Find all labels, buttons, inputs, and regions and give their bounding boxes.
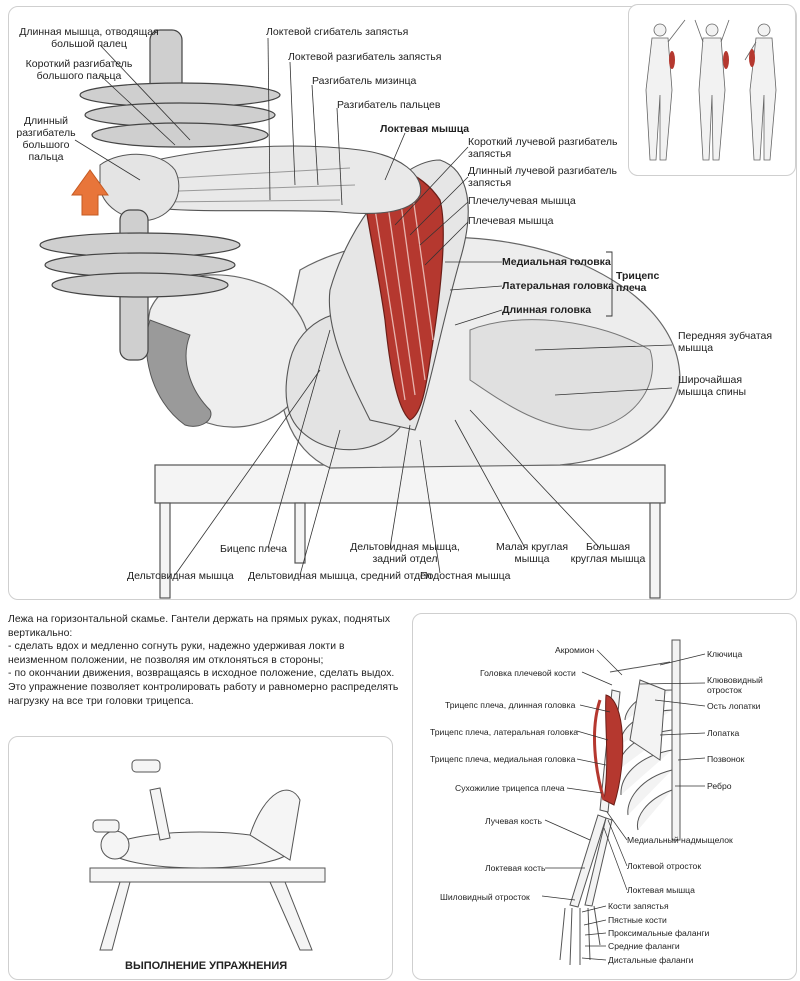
label-extensor-pollicis-brevis: Короткий разгибатель большого пальца [25, 58, 133, 82]
skel-middle: Средние фаланги [608, 941, 680, 951]
triceps-stripes [371, 181, 434, 401]
label-medial-head: Медиальная головка [502, 256, 611, 268]
label-anconeus: Локтевая мышца [380, 123, 470, 135]
label-triceps: Трицепс плеча [616, 270, 660, 294]
skel-coracoid: Клювовидный отросток [707, 675, 763, 695]
skel-styloid: Шиловидный отросток [440, 892, 530, 902]
dumbbell [39, 29, 281, 361]
skel-triceps-tendon: Сухожилие трицепса плеча [455, 783, 565, 793]
label-extensor-carpi-ulnaris: Локтевой разгибатель запястья [288, 51, 442, 63]
label-lateral-head: Латеральная головка [502, 280, 614, 292]
skel-ulna: Локтевая кость [485, 863, 546, 873]
skel-vertebra: Позвонок [707, 754, 745, 764]
label-brachioradialis: Плечелучевая мышца [468, 195, 576, 207]
label-extensor-digitorum: Разгибатель пальцев [337, 99, 441, 111]
hair [145, 319, 212, 427]
inset-figures-panel [628, 4, 796, 176]
exercise-panel [8, 736, 393, 980]
skel-radius: Лучевая кость [485, 816, 542, 826]
label-ecrl: Длинный лучевой разгибатель запястья [468, 165, 618, 189]
label-flexor-carpi-ulnaris: Локтевой сгибатель запястья [266, 26, 409, 38]
skel-rib: Ребро [707, 781, 732, 791]
leader-lines [74, 37, 673, 576]
label-brachialis: Плечевая мышца [468, 215, 554, 227]
skel-triceps-lateral: Трицепс плеча, латеральная головка [430, 727, 579, 737]
skel-acromion: Акромион [555, 645, 595, 655]
skel-anconeus: Локтевая мышца [627, 885, 695, 895]
triceps-bracket [606, 251, 613, 317]
label-deltoid-middle: Дельтовидная мышца, средний отдел [248, 570, 432, 582]
skel-humeral-head: Головка плечевой кости [480, 668, 576, 678]
label-infraspinatus: Подостная мышца [420, 570, 511, 582]
skel-distal: Дистальные фаланги [608, 955, 694, 965]
skel-metacarpals: Пястные кости [608, 915, 667, 925]
skel-proximal: Проксимальные фаланги [608, 928, 710, 938]
desc-intro: Лежа на горизонтальной скамье. Гантели д… [8, 614, 391, 639]
label-extensor-pollicis-longus: Длинный разгибатель большого пальца [16, 115, 76, 163]
exercise-caption: ВЫПОЛНЕНИЕ УПРАЖНЕНИЯ [125, 960, 288, 972]
exercise-description: Лежа на горизонтальной скамье. Гантели д… [8, 613, 400, 708]
label-extensor-digiti-minimi: Разгибатель мизинца [312, 75, 417, 87]
movement-arrow [71, 169, 109, 216]
skel-olecranon: Локтевой отросток [627, 861, 702, 871]
desc-step-1: - сделать вдох и медленно согнуть руки, … [8, 641, 345, 666]
bench-top [154, 464, 666, 504]
skel-scapular-spine: Ость лопатки [707, 701, 761, 711]
skel-medial-epicondyle: Медиальный надмыщелок [627, 835, 733, 845]
label-ecrb: Короткий лучевой разгибатель запястья [468, 136, 618, 160]
label-latissimus: Широчайшая мышца спины [678, 374, 747, 398]
label-abductor-pollicis-longus: Длинная мышца, отводящая большой палец [19, 26, 159, 50]
hand [99, 153, 180, 221]
label-deltoid: Дельтовидная мышца [127, 570, 234, 582]
skeleton-panel [412, 613, 797, 980]
dumbbell-plate-3 [91, 122, 269, 148]
skel-triceps-medial: Трицепс плеча, медиальная головка [430, 754, 576, 764]
desc-step-2: - по окончании движения, возвращаясь в и… [8, 668, 395, 680]
skel-triceps-long: Трицепс плеча, длинная головка [445, 700, 576, 710]
bench-leg-left [159, 502, 171, 599]
dumbbell-plate-6 [51, 272, 229, 298]
label-serratus-anterior: Передняя зубчатая мышца [678, 330, 773, 354]
label-long-head: Длинная головка [502, 304, 592, 316]
desc-outro: Это упражнение позволяет контролировать … [8, 681, 399, 707]
skel-scapula: Лопатка [707, 728, 740, 738]
bench-leg-right [649, 502, 661, 599]
label-teres-major: Большая круглая мышца [570, 541, 646, 565]
skel-clavicle: Ключица [707, 649, 743, 659]
label-teres-minor: Малая круглая мышца [495, 541, 569, 565]
skel-carpals: Кости запястья [608, 901, 669, 911]
bench-support [294, 502, 306, 564]
bench [154, 464, 666, 599]
label-deltoid-posterior: Дельтовидная мышца, задний отдел [350, 541, 460, 565]
label-biceps: Бицепс плеча [220, 543, 287, 555]
